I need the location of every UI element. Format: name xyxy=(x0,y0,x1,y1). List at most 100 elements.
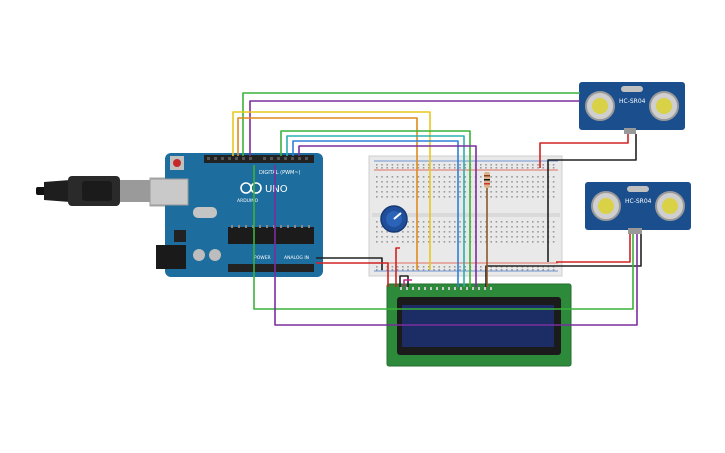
breadboard-hole xyxy=(511,269,513,271)
breadboard-hole xyxy=(542,236,544,238)
breadboard-hole xyxy=(532,241,534,243)
breadboard-hole xyxy=(526,191,529,193)
breadboard-hole xyxy=(376,176,378,178)
breadboard-hole xyxy=(417,236,420,238)
breadboard-hole xyxy=(448,186,451,188)
breadboard-hole xyxy=(464,236,466,238)
breadboard-hole xyxy=(407,164,409,166)
breadboard-hole xyxy=(438,266,440,268)
breadboard-hole xyxy=(443,221,446,223)
breadboard-hole xyxy=(506,176,508,178)
breadboard-hole xyxy=(376,167,378,169)
breadboard-hole xyxy=(521,186,524,188)
breadboard-hole xyxy=(516,236,518,238)
breadboard-hole xyxy=(516,164,518,166)
breadboard-hole xyxy=(428,191,430,193)
breadboard-hole xyxy=(438,181,440,183)
reset-button-icon[interactable] xyxy=(173,159,181,167)
analog-header-label: ANALOG IN xyxy=(284,255,309,261)
breadboard-hole xyxy=(402,186,404,188)
breadboard-hole xyxy=(402,196,404,198)
breadboard-hole xyxy=(448,266,451,268)
breadboard-hole xyxy=(526,241,529,243)
breadboard-hole xyxy=(396,167,399,169)
breadboard-hole xyxy=(537,226,539,228)
breadboard-hole xyxy=(500,236,503,238)
breadboard-hole xyxy=(443,241,446,243)
breadboard-hole xyxy=(428,196,430,198)
breadboard-hole xyxy=(412,236,414,238)
breadboard-hole xyxy=(396,176,399,178)
breadboard-hole xyxy=(396,196,399,198)
breadboard-hole xyxy=(422,176,425,178)
breadboard-hole xyxy=(532,176,534,178)
breadboard-hole xyxy=(500,167,503,169)
breadboard-hole xyxy=(506,181,508,183)
breadboard-hole xyxy=(417,164,420,166)
potentiometer-knob-icon[interactable] xyxy=(380,205,408,233)
wire-blue-lcd xyxy=(292,140,459,287)
breadboard-hole xyxy=(532,191,534,193)
breadboard-hole xyxy=(542,167,544,169)
breadboard-hole xyxy=(516,221,518,223)
breadboard-hole xyxy=(464,231,466,233)
breadboard-hole xyxy=(506,186,508,188)
breadboard-hole xyxy=(422,186,425,188)
wires xyxy=(232,92,642,326)
breadboard-hole xyxy=(537,231,539,233)
breadboard-hole xyxy=(542,241,544,243)
breadboard-hole xyxy=(521,236,524,238)
breadboard-hole xyxy=(412,176,414,178)
breadboard-hole xyxy=(428,266,430,268)
breadboard-hole xyxy=(521,164,524,166)
breadboard-hole xyxy=(448,167,451,169)
breadboard-hole xyxy=(532,186,534,188)
breadboard-hole xyxy=(412,181,414,183)
breadboard-hole xyxy=(448,176,451,178)
breadboard-hole xyxy=(428,181,430,183)
breadboard-hole xyxy=(521,181,524,183)
breadboard-hole xyxy=(438,226,440,228)
wire-red-s1 xyxy=(539,134,629,168)
breadboard-hole xyxy=(542,269,544,271)
breadboard-hole xyxy=(495,221,498,223)
wire-red-lcd xyxy=(395,247,400,287)
breadboard-hole xyxy=(433,167,435,169)
breadboard-hole xyxy=(448,226,451,228)
breadboard-hole xyxy=(402,269,404,271)
wire-black-s1 xyxy=(547,134,637,262)
breadboard-hole xyxy=(412,269,414,271)
breadboard-hole xyxy=(417,176,420,178)
breadboard-hole xyxy=(506,196,508,198)
breadboard-hole xyxy=(396,241,399,243)
breadboard-hole xyxy=(532,269,534,271)
breadboard-hole xyxy=(428,236,430,238)
breadboard-hole xyxy=(495,241,498,243)
breadboard-hole xyxy=(402,266,404,268)
breadboard-hole xyxy=(412,186,414,188)
breadboard-hole xyxy=(516,167,518,169)
breadboard-hole xyxy=(448,236,451,238)
breadboard-hole xyxy=(537,196,539,198)
breadboard-hole xyxy=(464,186,466,188)
breadboard-hole xyxy=(552,191,555,193)
breadboard-hole xyxy=(516,196,518,198)
breadboard-hole xyxy=(547,269,550,271)
breadboard-hole xyxy=(443,176,446,178)
breadboard-hole xyxy=(511,196,513,198)
breadboard-hole xyxy=(521,196,524,198)
breadboard-hole xyxy=(459,226,461,228)
breadboard-hole xyxy=(490,176,492,178)
breadboard-hole xyxy=(495,186,498,188)
breadboard-hole xyxy=(490,269,492,271)
breadboard-hole xyxy=(542,176,544,178)
breadboard-hole xyxy=(438,196,440,198)
breadboard-hole xyxy=(526,176,529,178)
breadboard-hole xyxy=(407,191,409,193)
breadboard-hole xyxy=(386,191,388,193)
breadboard-hole xyxy=(459,241,461,243)
breadboard-hole xyxy=(511,221,513,223)
breadboard-hole xyxy=(396,236,399,238)
breadboard-hole xyxy=(454,164,456,166)
breadboard-hole xyxy=(417,181,420,183)
